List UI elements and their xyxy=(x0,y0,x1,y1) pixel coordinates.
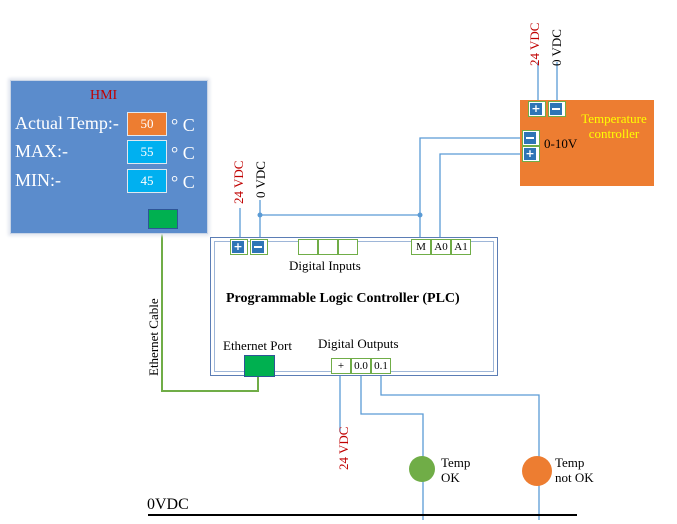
hmi-unit-max: ° C xyxy=(171,143,195,163)
tc-output-plus-terminal: + xyxy=(522,146,540,162)
plc-ethernet-port xyxy=(244,355,275,377)
output-terminal-00: 0.0 xyxy=(351,358,371,374)
plc-title: Programmable Logic Controller (PLC) xyxy=(226,291,460,306)
minus-icon xyxy=(524,132,536,144)
analog-m-wire xyxy=(419,137,520,239)
ethernet-port-label: Ethernet Port xyxy=(223,338,292,353)
hmi-unit-actual: ° C xyxy=(171,115,195,135)
ethernet-cable-label: Ethernet Cable xyxy=(146,298,161,376)
tc-plus-terminal: + xyxy=(528,101,546,117)
output-01-wire xyxy=(380,376,540,458)
plus-icon: + xyxy=(232,240,244,253)
temp-ok-label-line2: OK xyxy=(441,470,460,485)
temp-not-ok-label-line2: not OK xyxy=(555,470,594,485)
ground-rail-label: 0VDC xyxy=(147,496,189,513)
plc-body xyxy=(210,237,498,376)
hmi-panel xyxy=(10,80,208,234)
temp-not-ok-label-line1: Temp xyxy=(555,455,585,470)
tc-output-minus-terminal xyxy=(522,130,540,146)
plus-icon: + xyxy=(524,147,536,160)
temp-ok-lamp xyxy=(409,456,435,482)
max-temp-input[interactable]: 55 xyxy=(127,140,167,164)
ethernet-cable-line xyxy=(161,228,259,392)
tc-minus-terminal xyxy=(548,101,566,117)
digital-input-terminal xyxy=(298,239,318,255)
temp-not-ok-lamp xyxy=(522,456,552,486)
hmi-unit-min: ° C xyxy=(171,172,195,192)
output-terminal-plus: + xyxy=(331,358,351,374)
digital-inputs-label: Digital Inputs xyxy=(289,258,361,273)
plus-icon: + xyxy=(530,102,542,115)
output-24v-label: 24 VDC xyxy=(336,426,351,470)
temp-ok-label: Temp OK xyxy=(441,455,470,485)
plc-minus-terminal xyxy=(250,239,268,255)
digital-input-terminal xyxy=(318,239,338,255)
plc-24v-label: 24 VDC xyxy=(231,160,246,204)
hmi-ethernet-port xyxy=(148,209,178,229)
hmi-label-max: MAX:- xyxy=(15,141,68,161)
analog-terminal-m: M xyxy=(411,239,431,255)
plc-0v-label: 0 VDC xyxy=(253,161,268,198)
tc-24v-label: 24 VDC xyxy=(527,22,542,66)
analog-a0-wire xyxy=(439,153,520,239)
hmi-title: HMI xyxy=(90,88,118,103)
temp-not-ok-label: Temp not OK xyxy=(555,455,594,485)
analog-terminal-a1: A1 xyxy=(451,239,471,255)
tc-0v-label: 0 VDC xyxy=(549,29,564,66)
min-temp-input[interactable]: 45 xyxy=(127,169,167,193)
actual-temp-value: 50 xyxy=(127,112,167,136)
output-terminal-01: 0.1 xyxy=(371,358,391,374)
minus-icon xyxy=(550,103,562,115)
temp-ok-label-line1: Temp xyxy=(441,455,471,470)
tc-output-signal: 0-10V xyxy=(544,136,578,151)
plc-plus-terminal: + xyxy=(230,239,248,255)
minus-icon xyxy=(252,241,264,253)
hmi-label-min: MIN:- xyxy=(15,170,61,190)
hmi-label-actual-temp: Actual Temp:- xyxy=(15,113,119,133)
digital-input-terminal xyxy=(338,239,358,255)
digital-outputs-label: Digital Outputs xyxy=(318,336,399,351)
output-00-wire xyxy=(360,376,424,458)
temperature-controller-label: Temperature controller xyxy=(581,111,647,141)
analog-terminal-a0: A0 xyxy=(431,239,451,255)
